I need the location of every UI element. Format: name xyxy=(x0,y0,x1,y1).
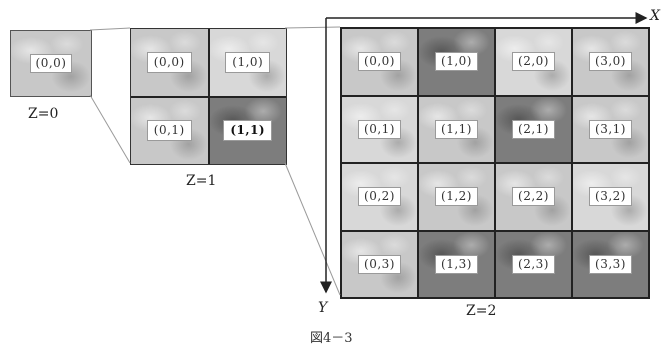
tile-coordinate-label: (0,3) xyxy=(358,254,401,274)
tile-coordinate-label: (3,0) xyxy=(589,52,632,72)
map-tile: (3,0) xyxy=(573,29,648,95)
map-tile: (1,1) xyxy=(209,97,286,164)
zoom-level-2-grid: (0,0) (1,0) (2,0) (3,0) (0,1) (1,1) (2,1) (3,1)… xyxy=(340,27,650,299)
map-tile: (0,3) xyxy=(342,231,417,297)
map-tile: (3,3) xyxy=(573,231,648,297)
map-tile: (1,3) xyxy=(419,231,494,297)
tile-coordinate-label: (1,2) xyxy=(435,187,478,207)
tile-coordinate-label: (0,0) xyxy=(29,54,73,73)
tile-coordinate-label: (3,1) xyxy=(589,119,632,139)
map-tile: (0,2) xyxy=(342,164,417,230)
tile-coordinate-label: (3,3) xyxy=(589,254,632,274)
map-tile: (0,1) xyxy=(342,96,417,162)
tile-coordinate-label: (1,3) xyxy=(435,254,478,274)
map-tile: (2,3) xyxy=(496,231,571,297)
tile-coordinate-label: (0,0) xyxy=(358,52,401,72)
zoom-level-1-grid: (0,0) (1,0) (0,1) (1,1) xyxy=(130,28,287,165)
connector-line-z0-bottom xyxy=(89,94,131,164)
map-tile: (3,1) xyxy=(573,96,648,162)
map-tile: (0,0) xyxy=(342,29,417,95)
map-tile: (0,0) xyxy=(131,29,208,96)
tile-coordinate-label: (0,1) xyxy=(358,119,401,139)
connector-line-z0-top xyxy=(89,27,131,31)
map-tile: (1,0) xyxy=(419,29,494,95)
map-tile: (1,0) xyxy=(209,29,286,96)
tile-coordinate-label: (0,0) xyxy=(146,51,192,73)
tile-coordinate-label: (1,1) xyxy=(435,119,478,139)
zoom-level-1-label: Z=1 xyxy=(186,173,217,189)
tile-coordinate-label: (2,2) xyxy=(512,187,555,207)
map-tile: (3,2) xyxy=(573,164,648,230)
map-tile: (2,2) xyxy=(496,164,571,230)
y-axis-label: Y xyxy=(318,300,328,316)
zoom-level-0-grid: (0,0) xyxy=(10,30,92,97)
tile-coordinate-label: (1,0) xyxy=(225,51,271,73)
tile-coordinate-label: (2,3) xyxy=(512,254,555,274)
map-tile: (2,1) xyxy=(496,96,571,162)
tile-coordinate-label: (1,0) xyxy=(435,52,478,72)
x-axis-label: X xyxy=(650,8,660,24)
tile-coordinate-label: (2,0) xyxy=(512,52,555,72)
tile-coordinate-label: (2,1) xyxy=(512,119,555,139)
connector-line-z1-top xyxy=(284,26,341,29)
map-tile: (1,1) xyxy=(419,96,494,162)
figure-caption: 図4－3 xyxy=(310,331,353,346)
zoom-level-0-label: Z=0 xyxy=(28,106,59,122)
map-tile: (0,1) xyxy=(131,97,208,164)
tile-coordinate-label: (0,2) xyxy=(358,187,401,207)
tile-coordinate-label: (3,2) xyxy=(589,187,632,207)
zoom-level-2-label: Z=2 xyxy=(466,303,497,319)
connector-line-z1-bottom xyxy=(284,162,341,296)
map-tile: (0,0) xyxy=(11,31,91,96)
map-tile: (1,2) xyxy=(419,164,494,230)
tile-coordinate-label: (1,1) xyxy=(223,120,273,142)
map-tile: (2,0) xyxy=(496,29,571,95)
tile-coordinate-label: (0,1) xyxy=(146,120,192,142)
